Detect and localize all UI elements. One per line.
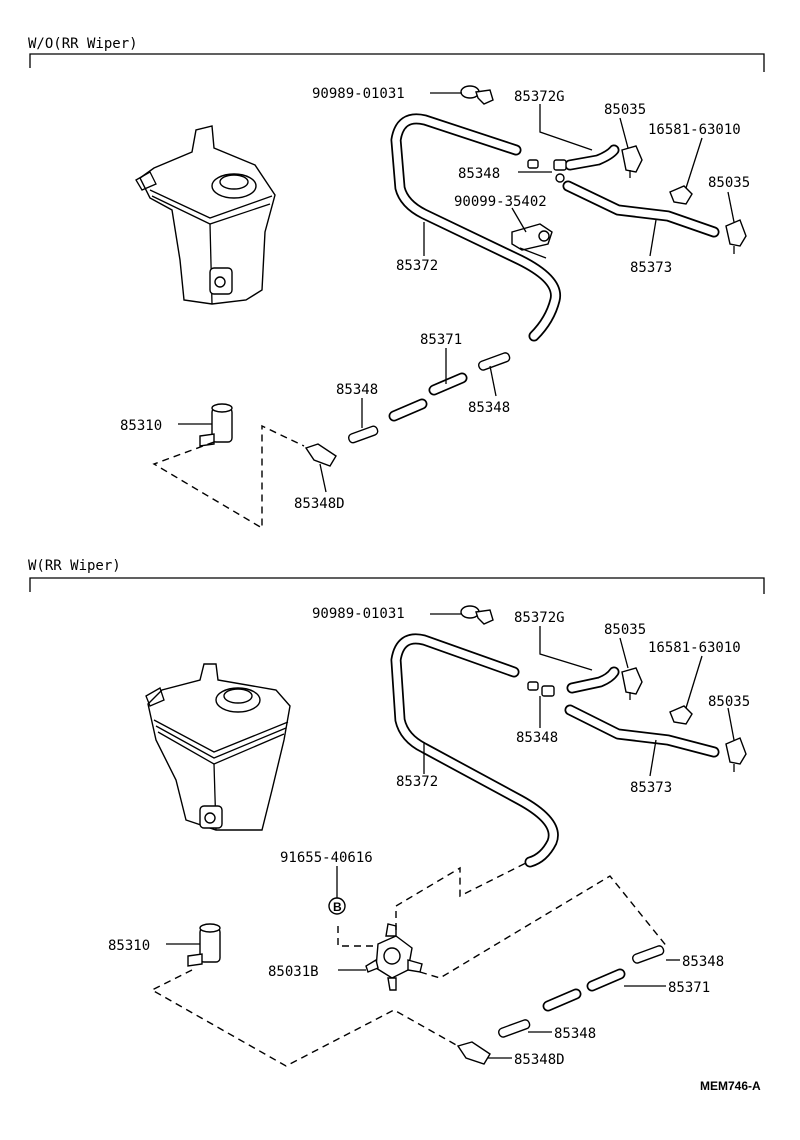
label-85348-a-bottom: 85348 [516, 730, 558, 746]
leader-lines-top [178, 92, 735, 493]
hose-85371-b-bottom [542, 988, 582, 1012]
label-85372G-top: 85372G [514, 89, 565, 105]
label-85348-c-bottom: 85348 [554, 1026, 596, 1042]
grommet-part-top [460, 85, 494, 105]
ref-circle-B-label: B [333, 900, 342, 914]
hose-85372-bottom [390, 633, 559, 868]
label-85373-bottom: 85373 [630, 780, 672, 796]
hose-85372-top [390, 113, 562, 342]
route-dashed-bottom-d [419, 875, 669, 979]
clip-16581-bottom [669, 705, 693, 725]
hose-85371-a-bottom [586, 968, 626, 992]
hose-85371-a-top [428, 372, 468, 396]
label-85348D-bottom: 85348D [514, 1052, 565, 1068]
label-16581-63010-bottom: 16581-63010 [648, 640, 741, 656]
label-85035-a-bottom: 85035 [604, 622, 646, 638]
nozzle-85035-b-bottom [725, 737, 747, 772]
label-85348D-top: 85348D [294, 496, 345, 512]
label-85348-a-top: 85348 [458, 166, 500, 182]
section-bottom: W(RR Wiper) [28, 558, 765, 1068]
connector-85348-b-bottom [632, 945, 665, 964]
label-85373-top: 85373 [630, 260, 672, 276]
drawing-code: MEM746-A [700, 1079, 761, 1093]
connector-85348-tee-top [527, 159, 567, 183]
label-90989-01031-bottom: 90989-01031 [312, 606, 405, 622]
bracket-90099-top [511, 223, 553, 259]
label-85371-bottom: 85371 [668, 980, 710, 996]
section-top: W/O(RR Wiper) [28, 36, 765, 530]
label-85348-c-top: 85348 [468, 400, 510, 416]
label-85035-b-top: 85035 [708, 175, 750, 191]
washer-tank-bottom [145, 663, 291, 831]
nozzle-85035-b-top [725, 219, 747, 254]
section-bracket-top [29, 53, 765, 72]
label-91655-40616: 91655-40616 [280, 850, 373, 866]
label-85310-top: 85310 [120, 418, 162, 434]
elbow-85348D-bottom [456, 1041, 491, 1065]
connector-85348-b-top [347, 425, 379, 444]
connector-85348-c-top [478, 352, 511, 371]
valve-85031B [365, 923, 423, 991]
hose-85372G-bottom [566, 666, 620, 694]
route-dashed-bottom-c [395, 861, 529, 930]
label-85035-b-bottom: 85035 [708, 694, 750, 710]
hose-85371-b-top [388, 398, 428, 422]
connector-85348-tee-bottom [527, 681, 555, 697]
label-90989-01031-top: 90989-01031 [312, 86, 405, 102]
label-85310-bottom: 85310 [108, 938, 150, 954]
section-title-bottom: W(RR Wiper) [28, 558, 121, 574]
label-85371-top: 85371 [420, 332, 462, 348]
pump-85310-bottom [187, 923, 221, 967]
section-title-top: W/O(RR Wiper) [28, 36, 138, 52]
label-85372-top: 85372 [396, 258, 438, 274]
route-dashed-top [152, 424, 305, 530]
label-85031B: 85031B [268, 964, 319, 980]
section-bracket-bottom [29, 577, 765, 594]
grommet-part-bottom [460, 605, 494, 625]
washer-tank [135, 125, 276, 305]
label-85372-bottom: 85372 [396, 774, 438, 790]
label-90099-35402-top: 90099-35402 [454, 194, 547, 210]
ref-circle-B: B [328, 897, 346, 915]
label-85348-b-bottom: 85348 [682, 954, 724, 970]
route-dashed-bottom-b [337, 926, 374, 947]
label-85372G-bottom: 85372G [514, 610, 565, 626]
nozzle-85035-a-bottom [621, 667, 643, 700]
label-85035-a-top: 85035 [604, 102, 646, 118]
hose-85373-top [562, 180, 720, 238]
clip-16581-top [669, 185, 693, 205]
label-85348-b-top: 85348 [336, 382, 378, 398]
leader-lines-bottom [166, 613, 735, 1059]
hose-85373-bottom [564, 704, 720, 758]
label-16581-63010-top: 16581-63010 [648, 122, 741, 138]
elbow-85348D-top [304, 443, 337, 467]
connector-85348-c-bottom [498, 1019, 531, 1038]
pump-85310-top [199, 403, 233, 447]
nozzle-85035-a-top [621, 145, 643, 178]
route-dashed-bottom-a [150, 969, 459, 1067]
hose-85372G-top [564, 144, 620, 171]
